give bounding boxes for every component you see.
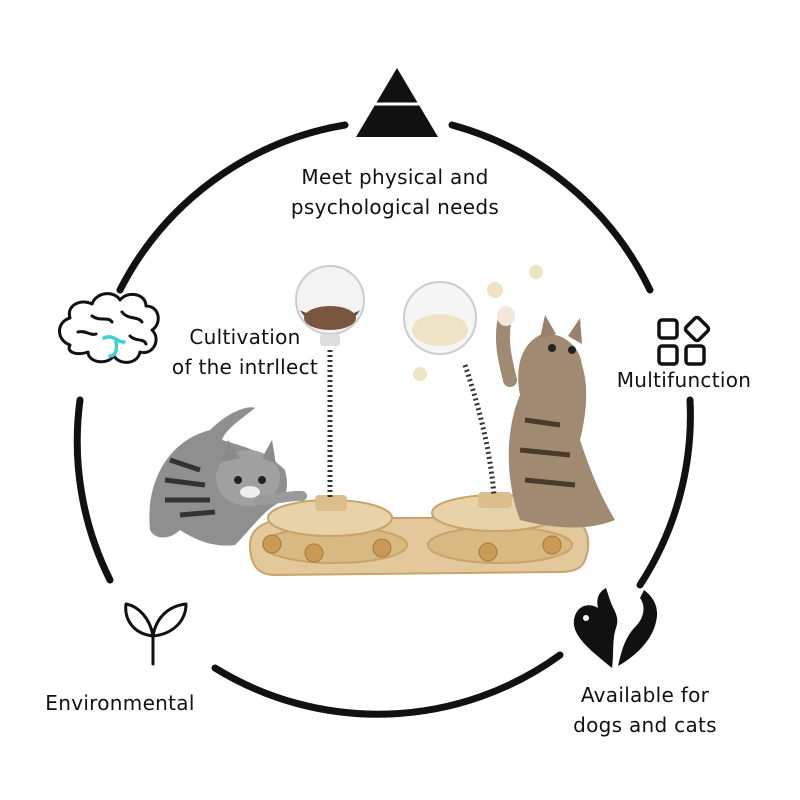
dog-cat-heart-icon [573, 588, 658, 668]
ring-arc-top-left [116, 121, 349, 294]
four-shapes-icon [657, 315, 711, 366]
feature-intellect-label: Cultivation of the intrllect [150, 322, 340, 382]
feature-physical-label: Meet physical and psychological needs [250, 162, 540, 222]
feature-physical-line1: Meet physical and [301, 165, 489, 189]
feature-multifunction-line1: Multifunction [616, 368, 752, 392]
track-balls [262, 534, 562, 563]
feature-intellect-line2: of the intrllect [171, 355, 319, 379]
springs [327, 350, 497, 500]
ring-arc-left [73, 396, 114, 584]
feature-pets-label: Available for dogs and cats [560, 680, 730, 740]
sprout-icon [124, 602, 188, 666]
feature-pets-line1: Available for [580, 683, 710, 707]
feature-multifunction-label: Multifunction [604, 365, 764, 395]
treat-globe-right [403, 265, 543, 381]
feature-physical-line2: psychological needs [290, 195, 500, 219]
feature-environmental-label: Environmental [30, 688, 210, 718]
feature-environmental-line1: Environmental [45, 691, 195, 715]
cat-left [149, 407, 307, 546]
ring-arc-top-right [448, 121, 654, 294]
feature-pets-line2: dogs and cats [573, 713, 717, 737]
cat-right [495, 306, 615, 528]
ring-arc-right [636, 396, 694, 589]
feature-intellect-line1: Cultivation [189, 325, 301, 349]
brain-icon [58, 292, 160, 364]
wooden-base [248, 492, 590, 577]
pyramid-icon [356, 68, 438, 137]
circle-ring [73, 121, 694, 718]
ring-arc-bottom [211, 651, 564, 718]
treat-globe-left [295, 265, 365, 346]
product-photo [149, 265, 615, 577]
